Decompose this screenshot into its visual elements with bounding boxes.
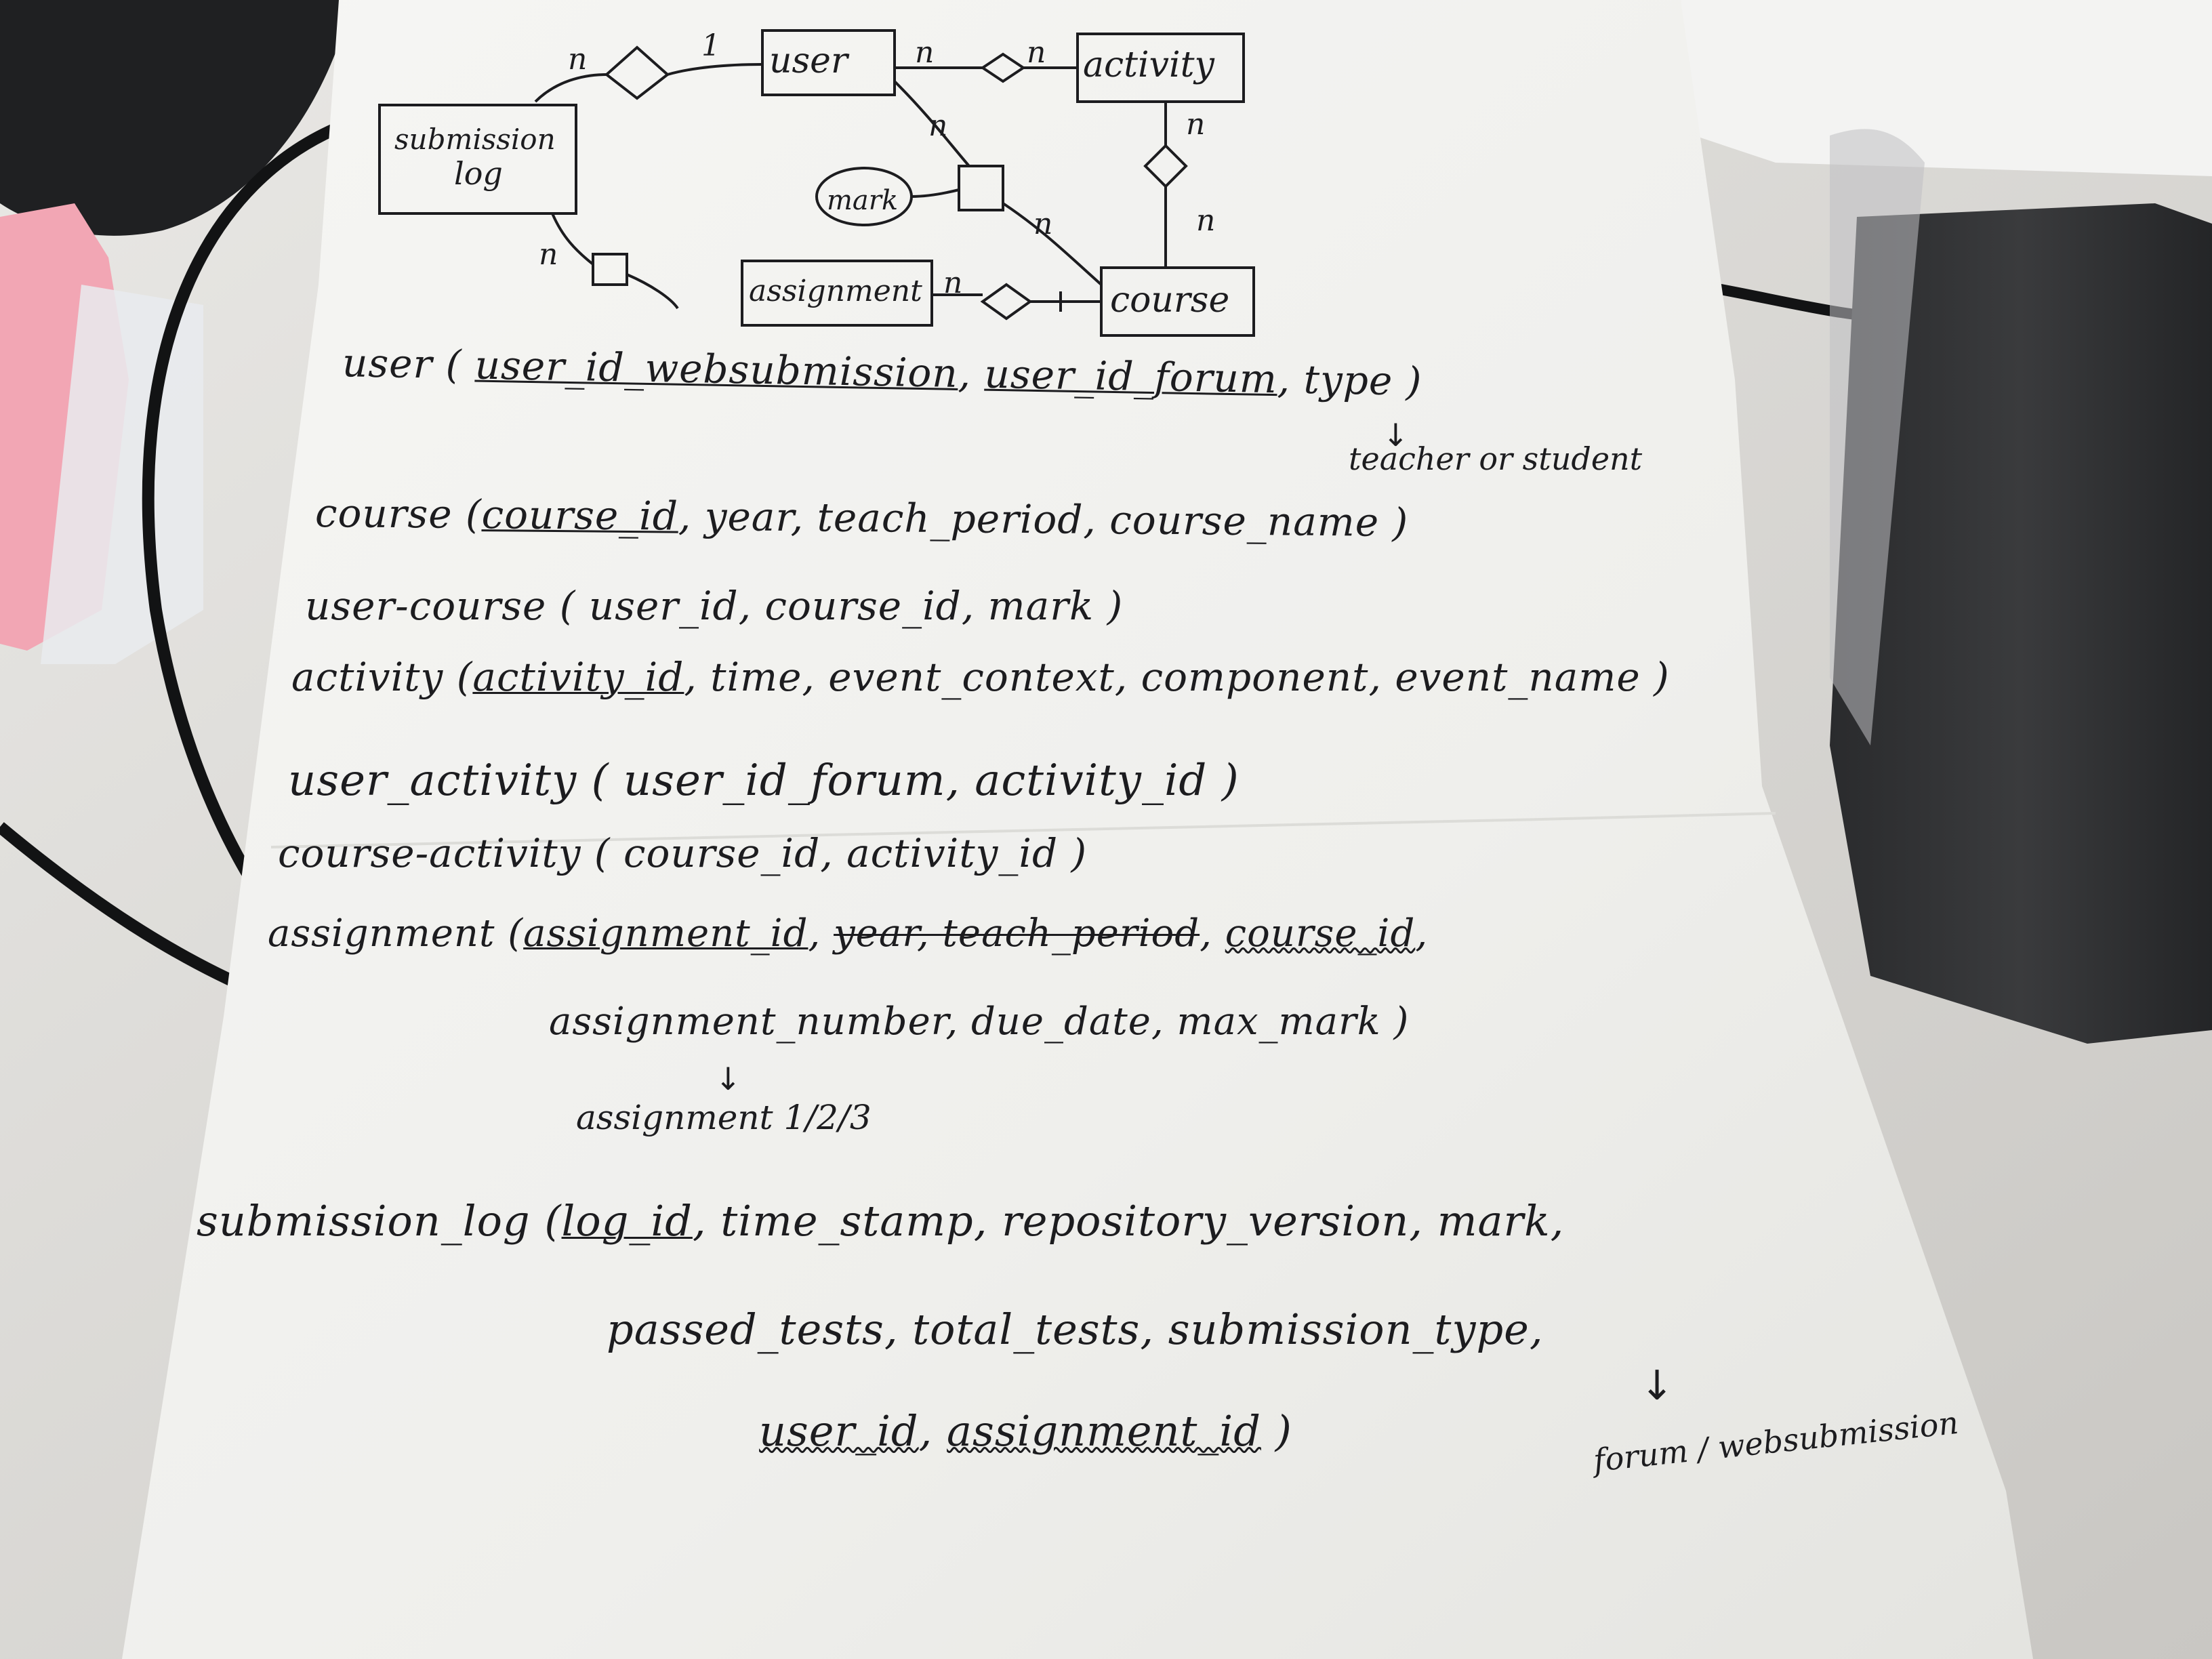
dark-object xyxy=(0,0,352,236)
plastic-shine xyxy=(1830,129,1925,746)
assignment-box xyxy=(741,260,933,327)
line-rel4-course xyxy=(1002,202,1103,286)
line-sub-rel6 xyxy=(551,213,594,266)
white-box xyxy=(1681,0,2212,176)
rel-sub-user xyxy=(604,45,670,100)
rel-assign-course xyxy=(980,283,1033,321)
line-rel6-assign xyxy=(626,273,679,310)
line-user-rel4 xyxy=(893,80,970,167)
rel-user-activity xyxy=(980,52,1026,83)
rel-sub-assign xyxy=(592,253,628,286)
er-diagram xyxy=(378,29,1255,337)
wrapped-device xyxy=(1830,203,2212,1044)
submission-log-box xyxy=(378,104,577,215)
user-box xyxy=(761,29,896,96)
paper-fold xyxy=(270,812,1776,848)
rel-user-course xyxy=(958,165,1004,211)
line-sub-rel xyxy=(534,73,607,103)
line-mark-rel4 xyxy=(911,188,960,198)
line-rel-user xyxy=(667,63,763,76)
